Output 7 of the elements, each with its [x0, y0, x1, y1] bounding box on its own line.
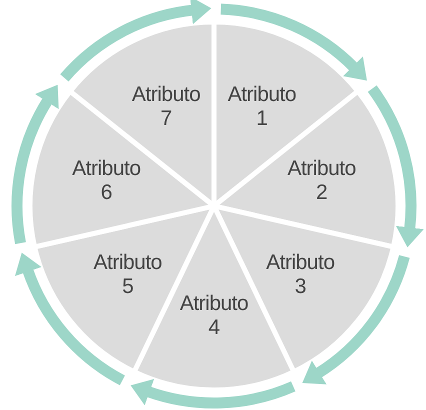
segment-label: Atributo 6 [72, 157, 141, 206]
segment-label: Atributo 5 [93, 250, 162, 299]
segment-label: Atributo 1 [228, 82, 296, 131]
segment-label: Atributo 2 [287, 157, 356, 206]
segment-label: Atributo 4 [180, 292, 248, 340]
segment-label: Atributo 7 [132, 82, 200, 131]
segment-label: Atributo 3 [266, 250, 334, 299]
